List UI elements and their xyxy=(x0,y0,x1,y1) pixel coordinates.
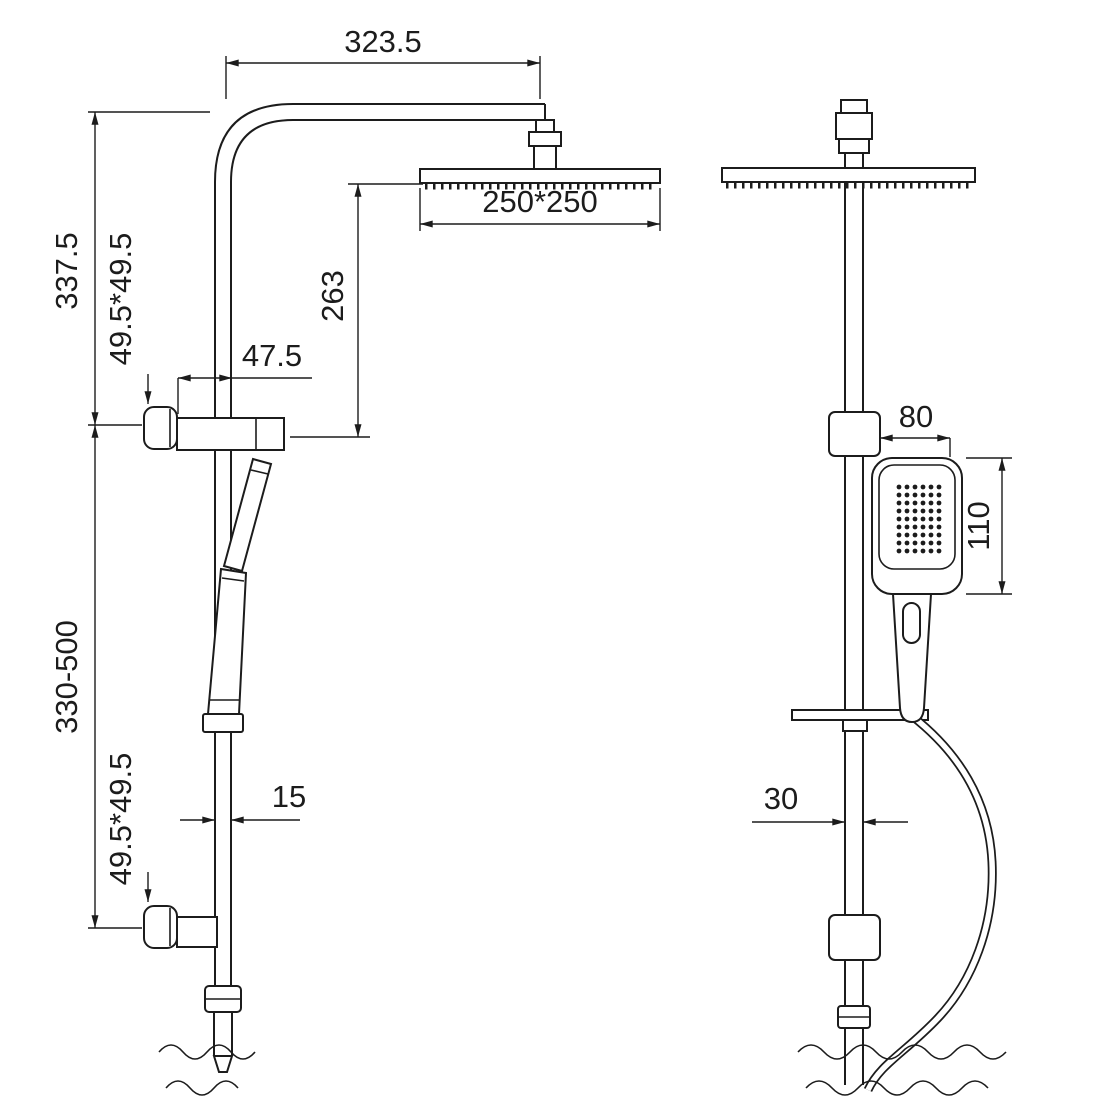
spray-nozzle-dots xyxy=(895,483,943,555)
side-view: 323.5 250*250 263 47.5 337.5 xyxy=(49,24,661,1096)
overhead-shower-side xyxy=(419,168,661,190)
handset-handle xyxy=(891,593,933,724)
lower-wall-bracket xyxy=(143,905,218,949)
dim-upper-bracket-size-label: 49.5*49.5 xyxy=(103,233,138,366)
dim-handset-height-label: 110 xyxy=(961,501,996,550)
handset-side xyxy=(202,457,273,733)
dim-rail-width-label: 30 xyxy=(764,781,798,816)
handset-mode-button xyxy=(902,602,921,644)
dim-handset-height: 110 xyxy=(961,457,1012,595)
dim-upper-bracket-size: 49.5*49.5 xyxy=(103,233,152,404)
inlet-connector-front xyxy=(837,1005,871,1029)
inlet-connector-side xyxy=(204,985,242,1073)
upper-rail-bracket xyxy=(828,411,881,457)
dim-lower-bracket-size-label: 49.5*49.5 xyxy=(103,753,138,886)
dim-bracket-offset-label: 47.5 xyxy=(242,338,302,373)
handset-front xyxy=(871,457,963,595)
dim-rail-width: 30 xyxy=(752,781,908,826)
top-mount xyxy=(835,99,873,154)
overhead-shower-front xyxy=(721,167,976,189)
dim-pipe-width: 15 xyxy=(180,779,306,824)
dim-adjustable-range: 330-500 xyxy=(49,424,142,929)
dim-head-size-label: 250*250 xyxy=(482,184,598,219)
dim-arm-reach-label: 323.5 xyxy=(344,24,422,59)
dim-arm-reach: 323.5 xyxy=(225,24,541,99)
shelf xyxy=(791,709,929,732)
dim-bracket-offset: 47.5 xyxy=(177,338,312,414)
dim-top-height: 337.5 xyxy=(49,111,210,425)
dim-adjustable-range-label: 330-500 xyxy=(49,620,84,734)
lower-rail-bracket xyxy=(828,914,881,961)
pipe-and-arm xyxy=(214,103,546,986)
dim-top-height-label: 337.5 xyxy=(49,232,84,310)
break-lines-side xyxy=(158,1044,256,1096)
dim-head-drop: 263 xyxy=(290,183,423,438)
arm-connector xyxy=(528,119,562,172)
dim-handset-width: 80 xyxy=(880,399,951,457)
break-lines-front xyxy=(797,1044,1007,1096)
front-view: 80 110 30 xyxy=(721,99,1012,1096)
dim-head-size: 250*250 xyxy=(419,184,661,231)
hose xyxy=(863,712,997,1093)
dim-handset-width-label: 80 xyxy=(899,399,933,434)
upper-wall-bracket xyxy=(143,406,285,451)
dim-head-drop-label: 263 xyxy=(315,270,350,322)
dim-lower-bracket-size: 49.5*49.5 xyxy=(103,753,152,902)
dim-pipe-width-label: 15 xyxy=(272,779,306,814)
